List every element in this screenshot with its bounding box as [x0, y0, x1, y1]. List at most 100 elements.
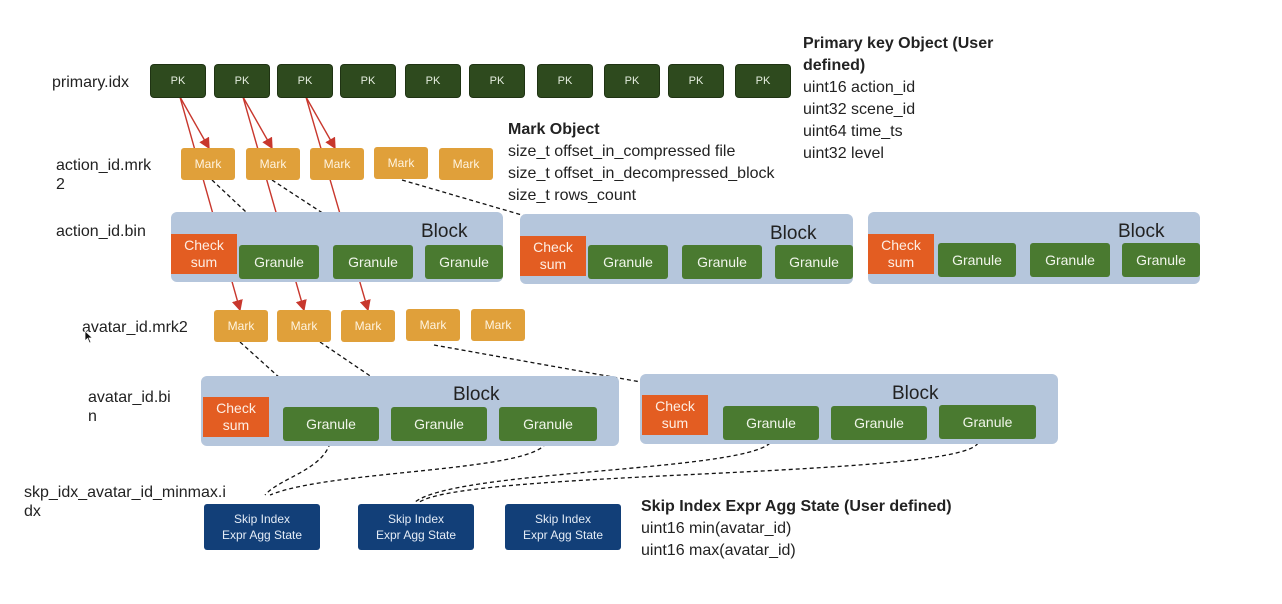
avatar-mark: Mark: [341, 310, 395, 342]
skip-line2: Expr Agg State: [522, 528, 604, 542]
granule: Granule: [938, 243, 1016, 277]
granule: Granule: [775, 245, 853, 279]
checksum-line1: Check: [184, 237, 224, 253]
action-mark: Mark: [246, 148, 300, 180]
checksum-line1: Check: [655, 398, 695, 414]
pk-box: PK: [470, 65, 524, 97]
skip-index-title: Skip Index Expr Agg State (User defined): [641, 498, 952, 515]
primary-key-field: uint32 level: [803, 145, 884, 162]
pk1-to-action-mark1: [179, 96, 210, 150]
primary-key-title-line2: defined): [803, 57, 866, 74]
granule: Granule: [333, 245, 413, 279]
primary-key-panel: Primary key Object (User defined) uint16…: [803, 33, 993, 165]
avatar-mrk-label: avatar_id.mrk2: [82, 319, 188, 336]
granule: Granule: [425, 245, 503, 279]
skp-idx-label: skp_idx_avatar_id_minmax.i dx: [24, 483, 226, 521]
block-title: Block: [1118, 221, 1165, 242]
granule: Granule: [939, 405, 1036, 439]
avatar-bin-label-line2: n: [88, 408, 97, 425]
avatar-mark: Mark: [471, 309, 525, 341]
granule-to-skip1-a: [264, 442, 331, 496]
skip-line1: Skip Index: [534, 512, 592, 526]
block-title: Block: [892, 383, 939, 404]
checksum-line2: sum: [222, 417, 250, 433]
avatar-mark3-to-granule: [319, 341, 418, 408]
checksum-line1: Check: [533, 239, 573, 255]
primary-key-field: uint64 time_ts: [803, 123, 903, 140]
checksum-line1: Check: [881, 237, 921, 253]
granule: Granule: [682, 245, 762, 279]
mark-object-panel: Mark Object size_t offset_in_compressed …: [508, 119, 775, 207]
checksum-line2: sum: [539, 256, 567, 272]
granule: Granule: [1030, 243, 1110, 277]
skip-index-panel: Skip Index Expr Agg State (User defined)…: [641, 496, 952, 562]
granule: Granule: [283, 407, 379, 441]
skip-line2: Expr Agg State: [375, 528, 457, 542]
granule-to-skip2-a: [413, 442, 771, 504]
pk2-to-action-mark2: [242, 96, 273, 150]
avatar-bin-label: avatar_id.bi n: [88, 388, 171, 426]
checksum-line2: sum: [887, 254, 915, 270]
pk3-to-action-mark3: [305, 96, 336, 150]
granule-to-skip1-b: [269, 442, 547, 496]
avatar-bin-label-line1: avatar_id.bi: [88, 389, 171, 406]
skip-line1: Skip Index: [233, 512, 291, 526]
skip-line2: Expr Agg State: [221, 528, 303, 542]
checksum-line1: Check: [216, 400, 256, 416]
granule: Granule: [391, 407, 487, 441]
block-title: Block: [770, 223, 817, 244]
primary-key-field: uint16 action_id: [803, 79, 916, 96]
skip-index-field: uint16 max(avatar_id): [641, 542, 796, 559]
granule: Granule: [723, 406, 819, 440]
primary-idx-label: primary.idx: [52, 74, 130, 91]
pk-box: PK: [341, 65, 395, 97]
granule: Granule: [1122, 243, 1200, 277]
action-mark: Mark: [310, 148, 364, 180]
action-bin-label: action_id.bin: [56, 223, 146, 240]
primary-key-field: uint32 scene_id: [803, 101, 916, 118]
skp-idx-label-line1: skp_idx_avatar_id_minmax.i: [24, 484, 226, 501]
granule: Granule: [499, 407, 597, 441]
action-mark: Mark: [181, 148, 235, 180]
pk-box: PK: [538, 65, 592, 97]
skp-idx-label-line2: dx: [24, 503, 41, 520]
action-mrk-label-line1: action_id.mrk: [56, 157, 152, 174]
action-mark: Mark: [374, 147, 428, 179]
block-title: Block: [453, 384, 500, 405]
action-mrk-label: action_id.mrk 2: [56, 156, 151, 194]
avatar-mark: Mark: [214, 310, 268, 342]
skip-index-field: uint16 min(avatar_id): [641, 520, 792, 537]
avatar-mark: Mark: [406, 309, 460, 341]
action-mrk-label-line2: 2: [56, 176, 65, 193]
mark-object-field: size_t offset_in_compressed file: [508, 143, 736, 160]
checksum-line2: sum: [190, 254, 218, 270]
skip-line1: Skip Index: [387, 512, 445, 526]
granule-to-skip2-b: [417, 442, 979, 504]
checksum-line2: sum: [661, 415, 689, 431]
mark-object-field: size_t rows_count: [508, 187, 637, 204]
mark-object-field: size_t offset_in_decompressed_block: [508, 165, 775, 182]
block-title: Block: [421, 221, 468, 242]
granule: Granule: [831, 406, 927, 440]
primary-key-title-line1: Primary key Object (User: [803, 35, 994, 52]
action-mark: Mark: [439, 148, 493, 180]
pk-box: PK: [278, 65, 332, 97]
pk-box: PK: [215, 65, 269, 97]
granule: Granule: [239, 245, 319, 279]
avatar-mark: Mark: [277, 310, 331, 342]
mark-object-title: Mark Object: [508, 121, 600, 138]
pk-box: PK: [605, 65, 659, 97]
